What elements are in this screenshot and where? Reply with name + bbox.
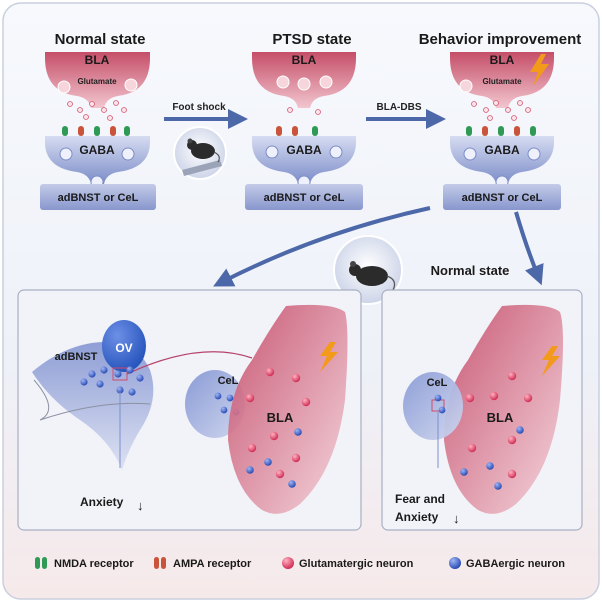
bla-region bbox=[228, 304, 348, 514]
arrow-to-right-panel bbox=[514, 211, 544, 286]
mouse-icon bbox=[191, 143, 215, 159]
bla-dbs-label: BLA-DBS bbox=[377, 102, 422, 113]
heading-normal-state-2: Normal state bbox=[431, 263, 510, 278]
glutamate-release bbox=[287, 107, 321, 115]
bla-label: BLA bbox=[85, 53, 110, 67]
lightning-bolt-icon bbox=[530, 54, 549, 86]
synapse-improvement: BLA Glutamate GABA adBNST or CeL bbox=[443, 52, 561, 210]
vesicle bbox=[463, 147, 477, 161]
vesicle bbox=[459, 79, 473, 93]
synapse-normal: BLA Glutamate GABA adBNST or CeL bbox=[40, 52, 156, 210]
bla-label: BLA bbox=[487, 410, 514, 425]
glutamate-label: Glutamate bbox=[77, 77, 117, 86]
vesicle bbox=[297, 77, 311, 91]
gaba-terminal bbox=[252, 136, 356, 184]
vesicle bbox=[265, 145, 279, 159]
vesicle bbox=[276, 75, 290, 89]
bla-gaba-neurons bbox=[246, 428, 302, 488]
bla-terminal bbox=[45, 52, 150, 108]
ov-label: OV bbox=[115, 341, 132, 355]
vesicle bbox=[527, 147, 541, 161]
projection-line bbox=[126, 351, 253, 375]
bla-glut-neurons bbox=[465, 371, 533, 479]
legend-ampa-label: AMPA receptor bbox=[173, 558, 252, 570]
decrease-arrow-icon: ↓ bbox=[137, 498, 144, 513]
gabaergic-neuron-icon bbox=[449, 557, 461, 569]
heading-behavior-improvement: Behavior improvement bbox=[419, 31, 582, 48]
arrow-foot-shock: Foot shock bbox=[164, 102, 248, 129]
cel-label: CeL bbox=[218, 375, 239, 387]
ampa-receptor-icon bbox=[154, 557, 159, 569]
bla-label: BLA bbox=[267, 410, 294, 425]
foot-shock-label: Foot shock bbox=[172, 102, 226, 113]
bla-label: BLA bbox=[490, 53, 515, 67]
decrease-arrow-icon: ↓ bbox=[453, 511, 460, 526]
bla-gaba-neurons bbox=[460, 426, 524, 490]
gabaergic-neurons bbox=[80, 366, 144, 396]
target-label: adBNST or CeL bbox=[462, 192, 543, 204]
gaba-terminal bbox=[450, 136, 554, 184]
region-outline bbox=[33, 379, 151, 421]
vesicle bbox=[121, 147, 135, 161]
fear-and-label: Fear and bbox=[395, 492, 445, 506]
nmda-receptor-icon bbox=[35, 557, 40, 569]
adbnst-label: adBNST bbox=[55, 351, 98, 363]
receptor-row bbox=[466, 126, 536, 136]
foot-shock-mouse bbox=[173, 126, 227, 180]
glutamate-label: Glutamate bbox=[482, 77, 522, 86]
receptor-row bbox=[62, 126, 130, 136]
target-label: adBNST or CeL bbox=[264, 192, 345, 204]
vesicle bbox=[319, 75, 333, 89]
heading-normal-state: Normal state bbox=[55, 31, 146, 48]
vesicle bbox=[59, 147, 73, 161]
heading-ptsd-state: PTSD state bbox=[272, 31, 351, 48]
gaba-label: GABA bbox=[286, 143, 322, 157]
anxiety-label: Anxiety bbox=[80, 495, 124, 509]
legend-nmda: NMDA receptor bbox=[35, 557, 134, 570]
glutamate-release bbox=[67, 100, 127, 121]
legend-glut: Glutamatergic neuron bbox=[282, 557, 414, 570]
mouse-icon bbox=[356, 266, 388, 286]
right-panel: CeL BLA Fear and Anxiety ↓ bbox=[381, 289, 583, 531]
ov-region bbox=[102, 320, 146, 372]
legend: NMDA receptor AMPA receptor Glutamatergi… bbox=[35, 557, 565, 570]
glutamate-release bbox=[471, 100, 531, 121]
gaba-terminal bbox=[45, 136, 150, 184]
target-label: adBNST or CeL bbox=[58, 192, 139, 204]
bla-glut-neurons bbox=[245, 367, 311, 479]
glutamatergic-neuron-icon bbox=[282, 557, 294, 569]
vesicle bbox=[329, 145, 343, 159]
center-mouse bbox=[333, 235, 403, 305]
bla-region bbox=[444, 304, 563, 514]
target-region-bar bbox=[245, 184, 363, 210]
cel-label: CeL bbox=[427, 377, 448, 389]
legend-glut-label: Glutamatergic neuron bbox=[299, 558, 414, 570]
adbnst-region bbox=[32, 341, 154, 470]
left-panel: OV adBNST Anxiety ↓ CeL BLA bbox=[17, 289, 362, 531]
bla-label: BLA bbox=[292, 53, 317, 67]
legend-gaba-label: GABAergic neuron bbox=[466, 558, 565, 570]
bla-terminal bbox=[450, 52, 554, 108]
synapse-ptsd: BLA GABA adBNST or CeL bbox=[245, 52, 363, 210]
vesicle bbox=[124, 78, 138, 92]
anxiety-label: Anxiety bbox=[395, 510, 439, 524]
gaba-label: GABA bbox=[484, 143, 520, 157]
arrow-bla-dbs: BLA-DBS bbox=[366, 102, 446, 129]
lightning-bolt-icon bbox=[320, 342, 338, 372]
legend-gaba: GABAergic neuron bbox=[449, 557, 565, 570]
receptor-row bbox=[276, 126, 318, 136]
legend-nmda-label: NMDA receptor bbox=[54, 558, 134, 570]
vesicle bbox=[57, 80, 71, 94]
cel-gaba-neurons bbox=[434, 394, 446, 414]
arrow-to-left-panel bbox=[213, 206, 431, 287]
legend-ampa: AMPA receptor bbox=[154, 557, 252, 570]
lightning-bolt-icon bbox=[542, 346, 560, 376]
target-region-bar bbox=[443, 184, 561, 210]
cel-region bbox=[403, 372, 463, 440]
target-region-bar bbox=[40, 184, 156, 210]
gaba-label: GABA bbox=[79, 143, 115, 157]
